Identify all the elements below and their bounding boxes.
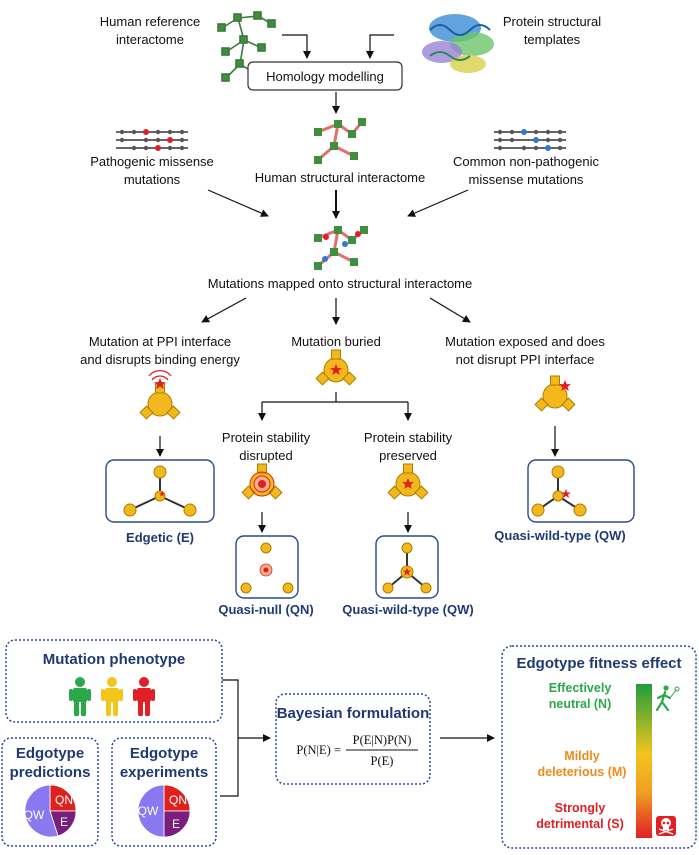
- fitness-gradient-bar: [636, 684, 652, 838]
- mapped-label: Mutations mapped onto structural interac…: [208, 276, 472, 291]
- quasi-wild-buried-label: Quasi-wild-type (QW): [342, 602, 473, 617]
- experiments-pie-qw: QW: [138, 804, 159, 818]
- pathogenic-label-line2: mutations: [124, 172, 181, 187]
- quasi-wild-exposed-box: [527, 459, 635, 523]
- edgetic-label: Edgetic (E): [126, 530, 194, 545]
- quasi-null-label: Quasi-null (QN): [218, 602, 313, 617]
- buried-split-connector: [258, 392, 412, 421]
- strong-label-line1: Strongly: [555, 801, 606, 815]
- preserved-label-line2: preserved: [379, 448, 437, 463]
- arrows-to-mapping: [207, 189, 469, 219]
- pathogenic-label-line1: Pathogenic missense: [90, 154, 214, 169]
- quasi-wild-exposed-label: Quasi-wild-type (QW): [494, 528, 625, 543]
- interface-label-line2: and disrupts binding energy: [80, 352, 240, 367]
- mapped-network-icon: [314, 226, 368, 270]
- common-label-line2: missense mutations: [469, 172, 584, 187]
- neutral-label-line1: Effectively: [549, 681, 612, 695]
- exposed-label-line2: not disrupt PPI interface: [456, 352, 595, 367]
- interface-label-line1: Mutation at PPI interface: [89, 334, 231, 349]
- experiments-pie-qn: QN: [169, 793, 187, 807]
- edgotype-experiments-box: Edgotype experiments QN E QW: [111, 737, 217, 847]
- mutation-phenotype-box: Mutation phenotype: [5, 639, 223, 723]
- preserved-label-line1: Protein stability: [364, 430, 453, 445]
- formula-numerator: P(E|N)P(N): [353, 733, 412, 747]
- phenotype-title: Mutation phenotype: [43, 651, 186, 668]
- exposed-label-line1: Mutation exposed and does: [445, 334, 605, 349]
- disrupted-label-line2: disrupted: [239, 448, 292, 463]
- buried-label: Mutation buried: [291, 334, 381, 349]
- experiments-title-line2: experiments: [120, 764, 208, 781]
- bayes-title: Bayesian formulation: [277, 705, 430, 722]
- structural-network-icon: [314, 118, 366, 164]
- quasi-null-outcome-box: [235, 535, 299, 599]
- predictions-pie-e: E: [60, 815, 68, 829]
- templates-label-line1: Protein structural: [503, 14, 601, 29]
- predictions-pie-qw: QW: [24, 808, 45, 822]
- edgetic-outcome-box: [105, 459, 215, 523]
- fitness-title: Edgotype fitness effect: [516, 655, 681, 672]
- experiments-title-line1: Edgotype: [130, 745, 198, 762]
- strong-label-line2: detrimental (S): [536, 817, 624, 831]
- structural-interactome-label: Human structural interactome: [255, 170, 426, 185]
- edgotype-predictions-box: Edgotype predictions QN E QW: [1, 737, 99, 847]
- common-mutation-sequence-icon: [494, 129, 566, 151]
- experiments-pie-e: E: [172, 817, 180, 831]
- structural-templates-node: Protein structural templates: [422, 14, 601, 73]
- quasi-wild-buried-box: [375, 535, 439, 599]
- mutation-sequence-icon: [116, 129, 188, 151]
- neutral-label-line2: neutral (N): [549, 697, 612, 711]
- formula-denominator: P(E): [371, 754, 394, 768]
- reference-label-line1: Human reference: [100, 14, 200, 29]
- mild-label-line1: Mildly: [564, 749, 599, 763]
- common-label-line1: Common non-pathogenic: [453, 154, 599, 169]
- disrupted-label-line1: Protein stability: [222, 430, 311, 445]
- preserved-protein-icon: [387, 463, 429, 500]
- merge-connector: [220, 679, 271, 797]
- templates-label-line2: templates: [524, 32, 581, 47]
- disrupted-protein-icon: [241, 463, 283, 500]
- bayesian-formulation-box: Bayesian formulation P(N|E) = P(E|N)P(N)…: [275, 693, 431, 785]
- connector-lines: [282, 34, 394, 59]
- fitness-effect-box: Edgotype fitness effect Effectively neut…: [501, 645, 697, 849]
- homology-label: Homology modelling: [266, 69, 384, 84]
- homology-modelling-box: Homology modelling: [247, 61, 403, 91]
- buried-protein-icon: [315, 349, 357, 386]
- predictions-title-line2: predictions: [10, 764, 91, 781]
- exposed-protein-icon: [534, 375, 576, 412]
- skull-icon: [656, 816, 676, 836]
- predictions-pie-qn: QN: [55, 793, 73, 807]
- reference-label-line2: interactome: [116, 32, 184, 47]
- interface-protein-icon: [139, 370, 181, 420]
- arrows-to-branches: [201, 297, 471, 325]
- walker-icon: [655, 685, 680, 712]
- protein-structure-icon: [422, 14, 494, 73]
- mild-label-line2: deleterious (M): [538, 765, 627, 779]
- formula-lhs: P(N|E) =: [296, 743, 341, 757]
- predictions-title-line1: Edgotype: [16, 745, 84, 762]
- pie-chart-icon: [24, 784, 77, 838]
- pie-chart-icon-experiments: [137, 784, 191, 838]
